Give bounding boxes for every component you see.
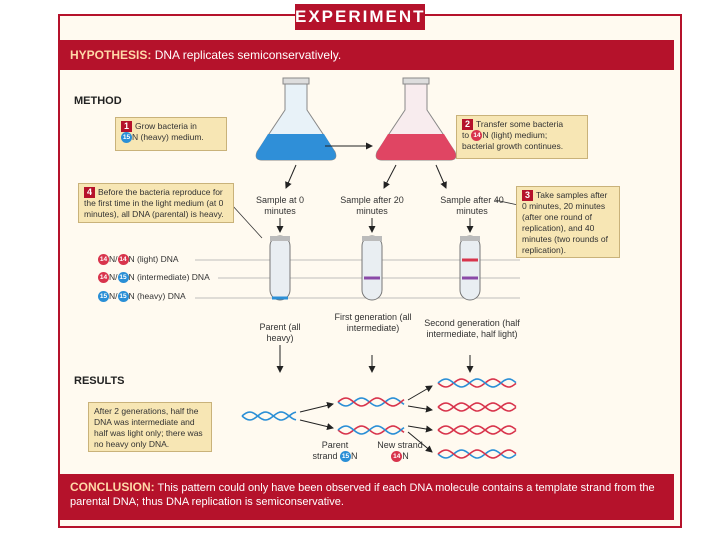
new-strand-text: New strand — [377, 440, 423, 450]
step3-badge: 3 — [522, 190, 534, 201]
method-heading: METHOD — [74, 95, 122, 107]
step2-text-c: N (light) medium; — [482, 130, 548, 140]
isotope-badge: 14 — [391, 451, 403, 463]
dna-gen1-helix-b — [337, 425, 405, 435]
conclusion-label: CONCLUSION: — [70, 480, 155, 494]
flask-light-medium — [375, 77, 457, 161]
sample-label-40: Sample after 40 minutes — [440, 195, 504, 216]
tube-parent — [269, 235, 291, 301]
band-text-light: N (light) DNA — [128, 254, 179, 264]
step3-text: Take samples after 0 minutes, 20 minutes… — [522, 190, 608, 255]
isotope-badge: 14 — [471, 130, 483, 142]
new-strand-unit: N — [402, 451, 409, 461]
isotope-badge: 15 — [121, 132, 132, 144]
dna-gen1-helix-a — [337, 397, 405, 407]
isotope-badge: 15 — [117, 291, 129, 303]
results-heading: RESULTS — [74, 375, 125, 387]
step1-text-b: N (heavy) medium. — [132, 132, 204, 142]
dna-gen2-helix-c — [437, 425, 517, 435]
conclusion-bar: CONCLUSION: This pattern could only have… — [60, 474, 674, 520]
isotope-badge: 15 — [117, 272, 129, 284]
generation-parent: Parent (all heavy) — [259, 322, 301, 343]
sample-arrow-0 — [285, 164, 297, 189]
isotope-badge: 14 — [117, 254, 129, 266]
conclusion-text: This pattern could only have been observ… — [70, 482, 655, 508]
step2-text-a: Transfer some bacteria — [476, 119, 564, 129]
dna-gen2-helix-d — [437, 449, 517, 459]
step2-text-d: bacterial growth continues. — [462, 141, 564, 152]
sample-arrow-20 — [383, 164, 397, 189]
isotope-badge: 15 — [98, 291, 109, 303]
dna-gen2-helix-a — [437, 378, 517, 388]
dna-parent-helix — [241, 411, 297, 421]
generation-second: Second generation (half intermediate, ha… — [424, 318, 520, 339]
flask-heavy-medium — [255, 77, 337, 161]
band-text-intermediate: N (intermediate) DNA — [128, 272, 210, 282]
dna-helices — [241, 378, 517, 459]
step1-text-a: Grow bacteria in — [135, 121, 197, 131]
experiment-banner: EXPERIMENT — [295, 4, 425, 30]
tube-first-generation — [361, 235, 383, 301]
step4-badge: 4 — [84, 187, 96, 198]
isotope-badge: 14 — [98, 254, 109, 266]
results-note: After 2 generations, half the DNA was in… — [88, 402, 212, 452]
hypothesis-bar: HYPOTHESIS: DNA replicates semiconservat… — [60, 40, 674, 70]
step2-badge: 2 — [462, 119, 474, 130]
step1-badge: 1 — [121, 121, 133, 132]
hypothesis-label: HYPOTHESIS: — [70, 48, 152, 62]
isotope-badge: 14 — [98, 272, 109, 284]
tube-second-generation — [459, 235, 481, 301]
hypothesis-text: DNA replicates semiconservatively. — [154, 48, 342, 62]
parent-strand-unit: N — [351, 451, 358, 461]
generation-first: First generation (all intermediate) — [334, 312, 412, 333]
step2-text-b: to — [462, 130, 470, 140]
parent-strand-text: Parent strand — [312, 440, 349, 461]
band-text-heavy: N (heavy) DNA — [128, 291, 186, 301]
sample-label-0: Sample at 0 minutes — [255, 195, 305, 216]
sample-label-20: Sample after 20 minutes — [340, 195, 404, 216]
dna-gen2-helix-b — [437, 402, 517, 412]
step4-text: Before the bacteria reproduce for the fi… — [84, 187, 224, 219]
isotope-badge: 15 — [340, 451, 352, 463]
sample-arrow-40 — [435, 164, 447, 189]
